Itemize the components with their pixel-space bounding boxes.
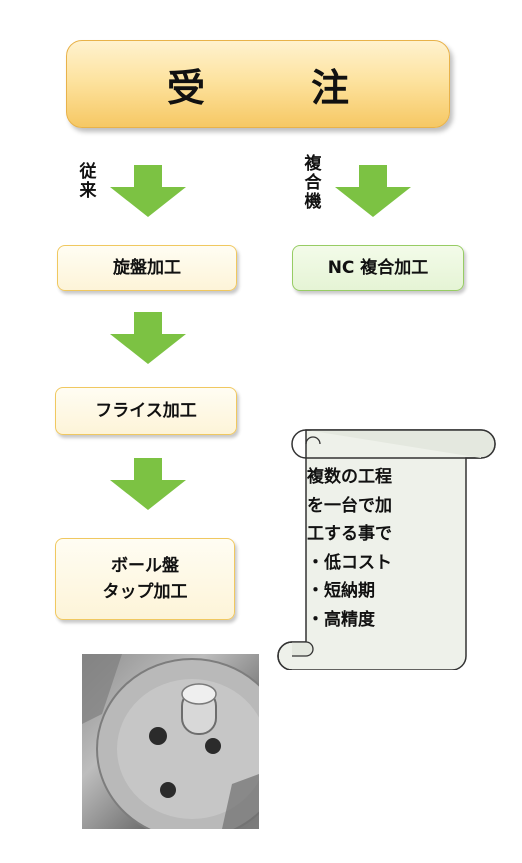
scroll-note-text: 複数の工程 を一台で加 工する事で ・低コスト ・短納期 ・高精度 bbox=[307, 467, 392, 630]
multitask-machine-label: 複合機 bbox=[304, 154, 322, 212]
scroll-shape bbox=[277, 429, 496, 670]
nc-combined-step-label: NC 複合加工 bbox=[327, 257, 429, 278]
conventional-label: 従来 bbox=[79, 162, 97, 201]
drill-tap-step-label: ボール盤 タップ加工 bbox=[102, 555, 188, 602]
nc-combined-step-box: NC 複合加工 bbox=[292, 245, 464, 291]
order-box: 受 注 bbox=[66, 40, 450, 128]
milling-step-label: フライス加工 bbox=[95, 400, 197, 421]
lathe-step-label: 旋盤加工 bbox=[113, 257, 181, 278]
drill-tap-step-box: ボール盤 タップ加工 bbox=[55, 538, 235, 620]
machined-part-illustration bbox=[82, 654, 259, 829]
milling-step-box: フライス加工 bbox=[55, 387, 237, 435]
lathe-step-box: 旋盤加工 bbox=[57, 245, 237, 291]
down-arrow-icon bbox=[110, 312, 186, 364]
down-arrow-icon bbox=[110, 165, 186, 217]
machined-part-photo bbox=[82, 654, 259, 829]
order-label: 受 注 bbox=[166, 65, 383, 110]
down-arrow-icon bbox=[335, 165, 411, 217]
down-arrow-icon bbox=[110, 458, 186, 510]
